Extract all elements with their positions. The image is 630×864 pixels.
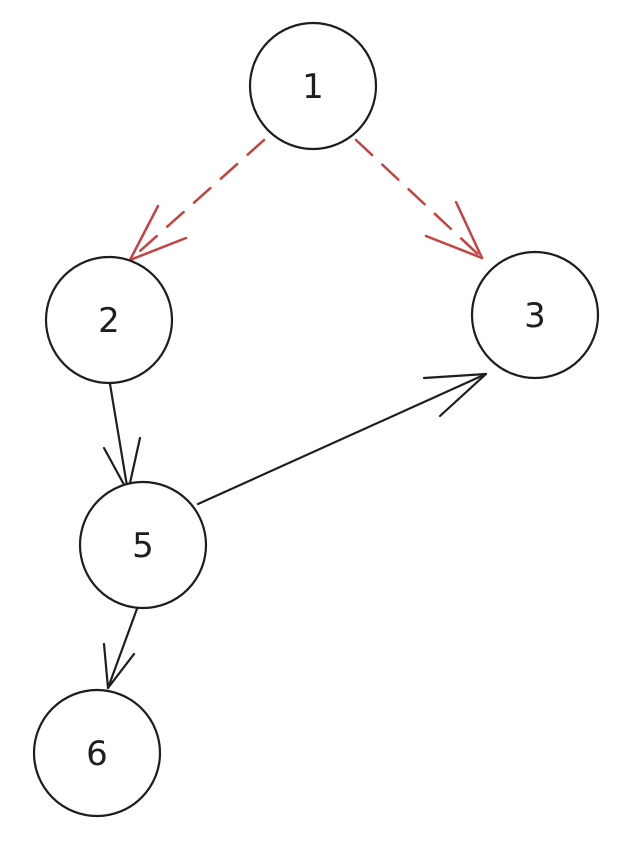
edge-5-3 [196, 372, 488, 506]
edge-line [108, 382, 130, 494]
node-circle [470, 250, 600, 380]
node-5: 5 [78, 480, 208, 610]
arrowhead-icon [102, 642, 136, 690]
arrowhead-icon [128, 204, 188, 262]
edge-line [354, 138, 484, 260]
edge-2-5 [102, 382, 142, 494]
arrowhead-icon [424, 200, 484, 260]
edge-line [106, 604, 140, 690]
node-label: 3 [524, 296, 546, 336]
node-circle [78, 480, 208, 610]
node-label: 1 [302, 67, 324, 107]
edge-1-2 [128, 138, 266, 262]
edge-5-6 [102, 604, 140, 690]
edge-1-3 [354, 138, 484, 260]
node-1: 1 [248, 21, 378, 151]
node-label: 6 [86, 734, 108, 774]
node-2: 2 [44, 255, 174, 385]
edge-line [128, 138, 266, 262]
node-6: 6 [32, 688, 162, 818]
edge-line [196, 372, 488, 506]
node-circle [32, 688, 162, 818]
node-3: 3 [470, 250, 600, 380]
node-circle [248, 21, 378, 151]
arrowhead-icon [422, 372, 488, 418]
node-circle [44, 255, 174, 385]
node-label: 2 [98, 301, 120, 341]
node-label: 5 [132, 526, 154, 566]
